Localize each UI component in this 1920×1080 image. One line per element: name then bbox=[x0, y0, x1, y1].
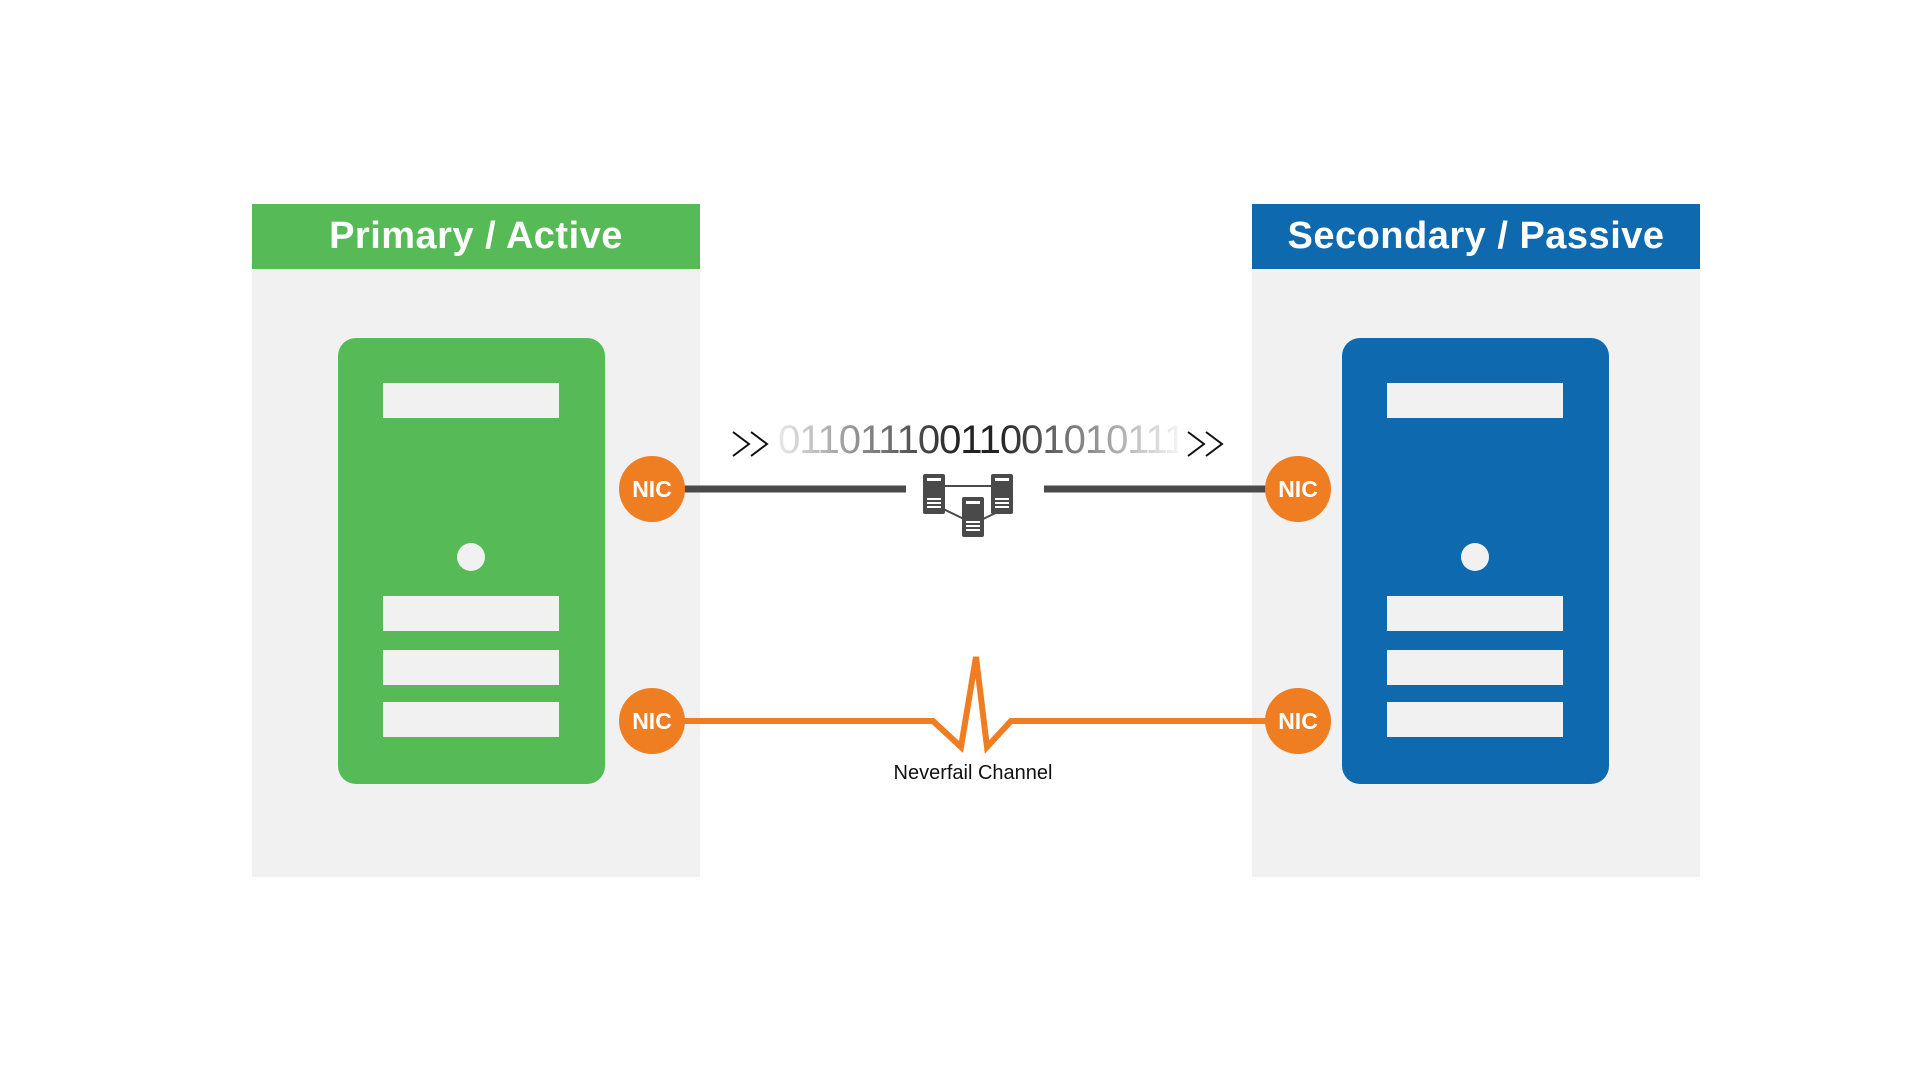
server-drive-bay bbox=[383, 383, 559, 418]
secondary-server-icon bbox=[1342, 338, 1609, 784]
primary-nic-bottom: NIC bbox=[619, 688, 685, 754]
server-drive-bay bbox=[1387, 702, 1563, 737]
server-cluster-icon bbox=[923, 474, 1013, 537]
server-drive-bay bbox=[1387, 650, 1563, 685]
server-drive-bay bbox=[383, 702, 559, 737]
chevron-right-icon bbox=[1187, 431, 1224, 457]
server-power-led bbox=[1461, 543, 1489, 571]
chevron-right-icon bbox=[732, 431, 769, 457]
server-drive-bay bbox=[383, 596, 559, 631]
secondary-nic-top: NIC bbox=[1265, 456, 1331, 522]
server-drive-bay bbox=[383, 650, 559, 685]
server-power-led bbox=[457, 543, 485, 571]
primary-server-icon bbox=[338, 338, 605, 784]
server-drive-bay bbox=[1387, 383, 1563, 418]
primary-header: Primary / Active bbox=[252, 204, 700, 269]
secondary-header: Secondary / Passive bbox=[1252, 204, 1700, 269]
channel-label: Neverfail Channel bbox=[893, 762, 1053, 784]
heartbeat-channel-line bbox=[680, 656, 1270, 754]
server-drive-bay bbox=[1387, 596, 1563, 631]
primary-nic-top: NIC bbox=[619, 456, 685, 522]
binary-data-stream: 011011100110010101110 bbox=[778, 418, 1178, 462]
secondary-nic-bottom: NIC bbox=[1265, 688, 1331, 754]
